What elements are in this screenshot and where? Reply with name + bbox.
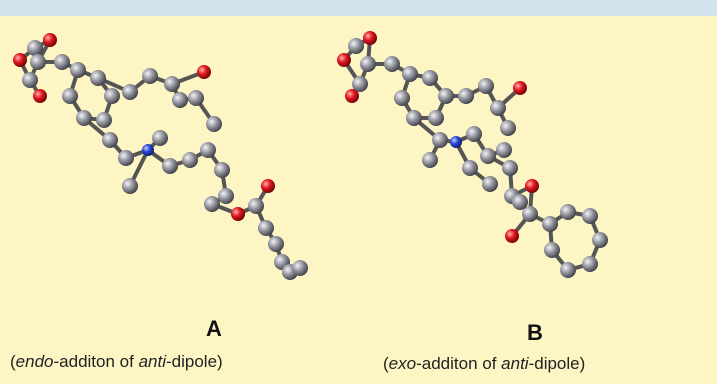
oxygen-atom xyxy=(513,81,527,95)
carbon-atom xyxy=(560,204,576,220)
carbon-atom xyxy=(142,68,158,84)
carbon-atom xyxy=(406,110,422,126)
carbon-atom xyxy=(214,162,230,178)
carbon-atom xyxy=(466,126,482,142)
carbon-atom xyxy=(458,88,474,104)
carbon-atom xyxy=(96,112,112,128)
carbon-atom xyxy=(118,150,134,166)
carbon-atom xyxy=(188,90,204,106)
molecule-model-b xyxy=(337,31,608,278)
oxygen-atom xyxy=(231,207,245,221)
nitrogen-atom xyxy=(450,136,462,148)
oxygen-atom xyxy=(337,53,351,67)
carbon-atom xyxy=(30,54,46,70)
carbon-atom xyxy=(500,120,516,136)
carbon-atom xyxy=(152,130,168,146)
carbon-atom xyxy=(102,132,118,148)
top-band xyxy=(0,0,717,16)
carbon-atom xyxy=(27,40,43,56)
carbon-atom xyxy=(478,78,494,94)
carbon-atom xyxy=(394,90,410,106)
carbon-atom xyxy=(164,76,180,92)
oxygen-atom xyxy=(197,65,211,79)
carbon-atom xyxy=(592,232,608,248)
carbon-atom xyxy=(90,70,106,86)
carbon-atom xyxy=(258,220,274,236)
caption-b-term2: anti xyxy=(501,354,529,373)
carbon-atom xyxy=(292,260,308,276)
oxygen-atom xyxy=(33,89,47,103)
carbon-atom xyxy=(172,92,188,108)
carbon-atom xyxy=(422,70,438,86)
nitrogen-atom xyxy=(142,144,154,156)
carbon-atom xyxy=(428,110,444,126)
carbon-atom xyxy=(204,196,220,212)
carbon-atom xyxy=(352,76,368,92)
carbon-atom xyxy=(384,56,400,72)
oxygen-atom xyxy=(525,179,539,193)
caption-a-term1: endo xyxy=(15,352,54,371)
carbon-atom xyxy=(482,176,498,192)
carbon-atom xyxy=(206,116,222,132)
carbon-atom xyxy=(70,62,86,78)
carbon-atom xyxy=(438,88,454,104)
caption-b-term1: exo xyxy=(388,354,417,373)
carbon-atom xyxy=(480,148,496,164)
carbon-atom xyxy=(490,100,506,116)
oxygen-atom xyxy=(43,33,57,47)
carbon-atom xyxy=(348,38,364,54)
carbon-atom xyxy=(22,72,38,88)
carbon-atom xyxy=(502,160,518,176)
carbon-atom xyxy=(402,66,418,82)
carbon-atom xyxy=(76,110,92,126)
carbon-atom xyxy=(162,158,178,174)
carbon-atom xyxy=(122,84,138,100)
carbon-atom xyxy=(496,142,512,158)
carbon-atom xyxy=(542,216,558,232)
carbon-atom xyxy=(218,188,234,204)
caption-a: (endo-additon of anti-dipole) xyxy=(10,352,223,371)
molecule-model-a xyxy=(13,33,308,280)
carbon-atom xyxy=(422,152,438,168)
carbon-atom xyxy=(512,194,528,210)
panel-label-b: B xyxy=(527,320,543,345)
oxygen-atom xyxy=(505,229,519,243)
oxygen-atom xyxy=(261,179,275,193)
oxygen-atom xyxy=(363,31,377,45)
oxygen-atom xyxy=(345,89,359,103)
oxygen-atom xyxy=(13,53,27,67)
caption-b: (exo-additon of anti-dipole) xyxy=(383,354,586,373)
carbon-atom xyxy=(104,88,120,104)
carbon-atom xyxy=(560,262,576,278)
carbon-atom xyxy=(544,242,560,258)
caption-a-term2: anti xyxy=(138,352,166,371)
carbon-atom xyxy=(360,56,376,72)
carbon-atom xyxy=(432,132,448,148)
carbon-atom xyxy=(122,178,138,194)
panel-label-a: A xyxy=(206,316,222,341)
carbon-atom xyxy=(462,160,478,176)
carbon-atom xyxy=(54,54,70,70)
carbon-atom xyxy=(248,198,264,214)
carbon-atom xyxy=(62,88,78,104)
carbon-atom xyxy=(522,206,538,222)
carbon-atom xyxy=(268,236,284,252)
carbon-atom xyxy=(582,256,598,272)
carbon-atom xyxy=(582,208,598,224)
carbon-atom xyxy=(200,142,216,158)
carbon-atom xyxy=(182,152,198,168)
